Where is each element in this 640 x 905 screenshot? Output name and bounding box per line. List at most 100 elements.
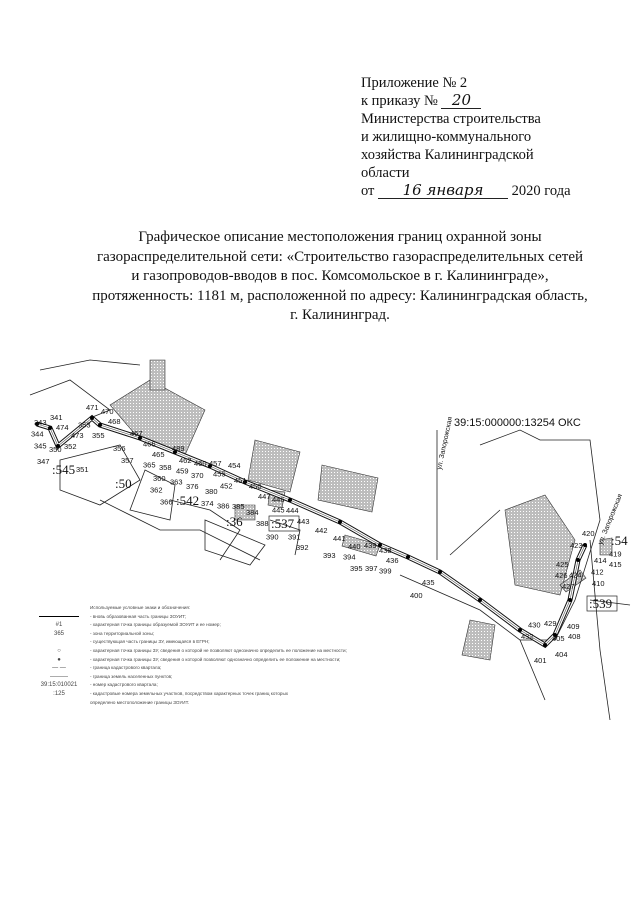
point-label: 415 xyxy=(609,560,622,569)
building xyxy=(504,494,576,596)
point-label: 441 xyxy=(333,534,346,543)
boundary-point-marker xyxy=(378,543,382,547)
point-label: 352 xyxy=(64,442,77,451)
point-label: 366 xyxy=(160,498,173,507)
point-label: 489 xyxy=(172,444,185,453)
point-label: 347 xyxy=(37,457,50,466)
parcel-boundary xyxy=(399,574,546,701)
point-label: 444 xyxy=(286,506,299,515)
ministry-line: хозяйства Калининградской xyxy=(361,147,534,163)
boundary-point-marker xyxy=(406,555,410,559)
order-line: к приказу № 20 xyxy=(361,92,571,110)
boundary-point-marker xyxy=(56,444,60,448)
legend-item: #1- характерная точка границы образуемой… xyxy=(28,621,358,630)
point-label: 424 xyxy=(569,571,582,580)
street-label: ул. Запорожская xyxy=(436,416,454,470)
point-label: 385 xyxy=(232,502,245,511)
point-label: 442 xyxy=(315,526,328,535)
point-label: 423 xyxy=(570,541,583,550)
point-label: 345 xyxy=(34,442,47,451)
point-label: 400 xyxy=(410,591,423,600)
point-label: 380 xyxy=(205,487,218,496)
boundary-point-marker xyxy=(518,628,522,632)
title-line: газораспределительной сети: «Строительст… xyxy=(96,248,584,265)
point-label: 397 xyxy=(365,564,378,573)
point-label: 388 xyxy=(256,519,269,528)
parcel-label: :542 xyxy=(176,493,199,508)
legend-symbol xyxy=(28,638,90,647)
point-label: 392 xyxy=(296,543,309,552)
legend-item: ●- характерная точка границы ЗУ, сведени… xyxy=(28,656,358,665)
boundary-point-marker xyxy=(568,598,572,602)
point-label: 360 xyxy=(153,474,166,483)
boundary-point-marker xyxy=(338,520,342,524)
legend-text: - номер кадастрового квартала; xyxy=(90,682,158,688)
legend-text: - кадастровые номера земельных участков,… xyxy=(90,690,289,696)
title-line: и газопроводов-вводов в пос. Комсомольск… xyxy=(131,268,549,284)
parcel-label: :54 xyxy=(611,533,628,548)
point-label: 452 xyxy=(220,482,233,491)
parcel-boundary xyxy=(269,519,301,556)
legend-text: - существующая часть границы ЗУ, имеющая… xyxy=(90,639,210,645)
boundary-point-marker xyxy=(48,426,52,430)
point-label: 414 xyxy=(594,556,607,565)
parcel-boundary xyxy=(589,599,631,606)
order-number-handwritten: 20 xyxy=(441,93,482,109)
point-label: 438 xyxy=(379,546,392,555)
parcel-label: :537 xyxy=(271,516,295,531)
point-label: 343 xyxy=(34,418,47,427)
legend-item: :125 - кадастровые номера земельных участ… xyxy=(28,690,358,699)
point-label: 419 xyxy=(609,550,622,559)
building xyxy=(461,619,496,661)
point-label: 429 xyxy=(544,619,557,628)
point-label: 409 xyxy=(567,622,580,631)
point-label: 432 xyxy=(521,632,534,641)
point-label: 447 xyxy=(258,492,271,501)
legend-symbol: :125 xyxy=(53,690,65,697)
boundary-point-marker xyxy=(138,436,142,440)
legend-heading: Используемые условные знаки и обозначени… xyxy=(90,605,191,610)
boundary-point-marker xyxy=(35,422,39,426)
document-title: Графическое описание местоположения гран… xyxy=(70,228,610,326)
point-label: 344 xyxy=(31,430,44,439)
point-label: 450 xyxy=(249,482,262,491)
boundary-point-marker xyxy=(90,416,94,420)
ministry-line: и жилищно-коммунального xyxy=(361,129,532,145)
ministry-line: области xyxy=(361,165,410,181)
point-label: 435 xyxy=(422,578,435,587)
parcel-boundary xyxy=(29,379,111,419)
date-handwritten: 16 января xyxy=(378,183,509,199)
boundary-point-marker xyxy=(208,464,212,468)
point-label: 451 xyxy=(234,476,247,485)
point-label: 394 xyxy=(343,553,356,562)
appendix-number: Приложение № 2 xyxy=(361,75,468,91)
boundary-point-marker xyxy=(478,598,482,602)
point-label: 386 xyxy=(217,502,230,511)
title-line: Графическое описание местоположения гран… xyxy=(138,229,542,245)
legend-text: - граница земель населенных пунктов; xyxy=(90,673,173,679)
legend-symbol: #1 xyxy=(55,622,63,629)
point-label: 471 xyxy=(86,403,99,412)
title-line: г. Калининград. xyxy=(290,307,390,323)
parcel-boundary xyxy=(449,509,501,556)
point-label: 350 xyxy=(49,445,62,454)
point-label: 384 xyxy=(246,508,259,517)
legend-symbol: ○ xyxy=(57,647,61,654)
legend-text: - характерная точка границы ЗУ, сведения… xyxy=(90,656,341,662)
point-label: 357 xyxy=(121,456,134,465)
point-label: 440 xyxy=(348,542,361,551)
boundary-point-marker xyxy=(243,480,247,484)
point-label: 462 xyxy=(179,456,192,465)
parcel-label-box xyxy=(268,515,300,532)
boundary-point-marker xyxy=(543,643,547,647)
point-label: 362 xyxy=(150,486,163,495)
building xyxy=(341,534,381,557)
point-label: 404 xyxy=(555,650,568,659)
point-label: 393 xyxy=(323,551,336,560)
point-label: 445 xyxy=(272,506,285,515)
point-label: 430 xyxy=(528,621,541,630)
point-label: 412 xyxy=(591,568,604,577)
parcel-label: :36 xyxy=(226,514,243,529)
point-label: 370 xyxy=(191,471,204,480)
legend-text: - характерная точка границы ЗУ, сведения… xyxy=(90,647,347,653)
